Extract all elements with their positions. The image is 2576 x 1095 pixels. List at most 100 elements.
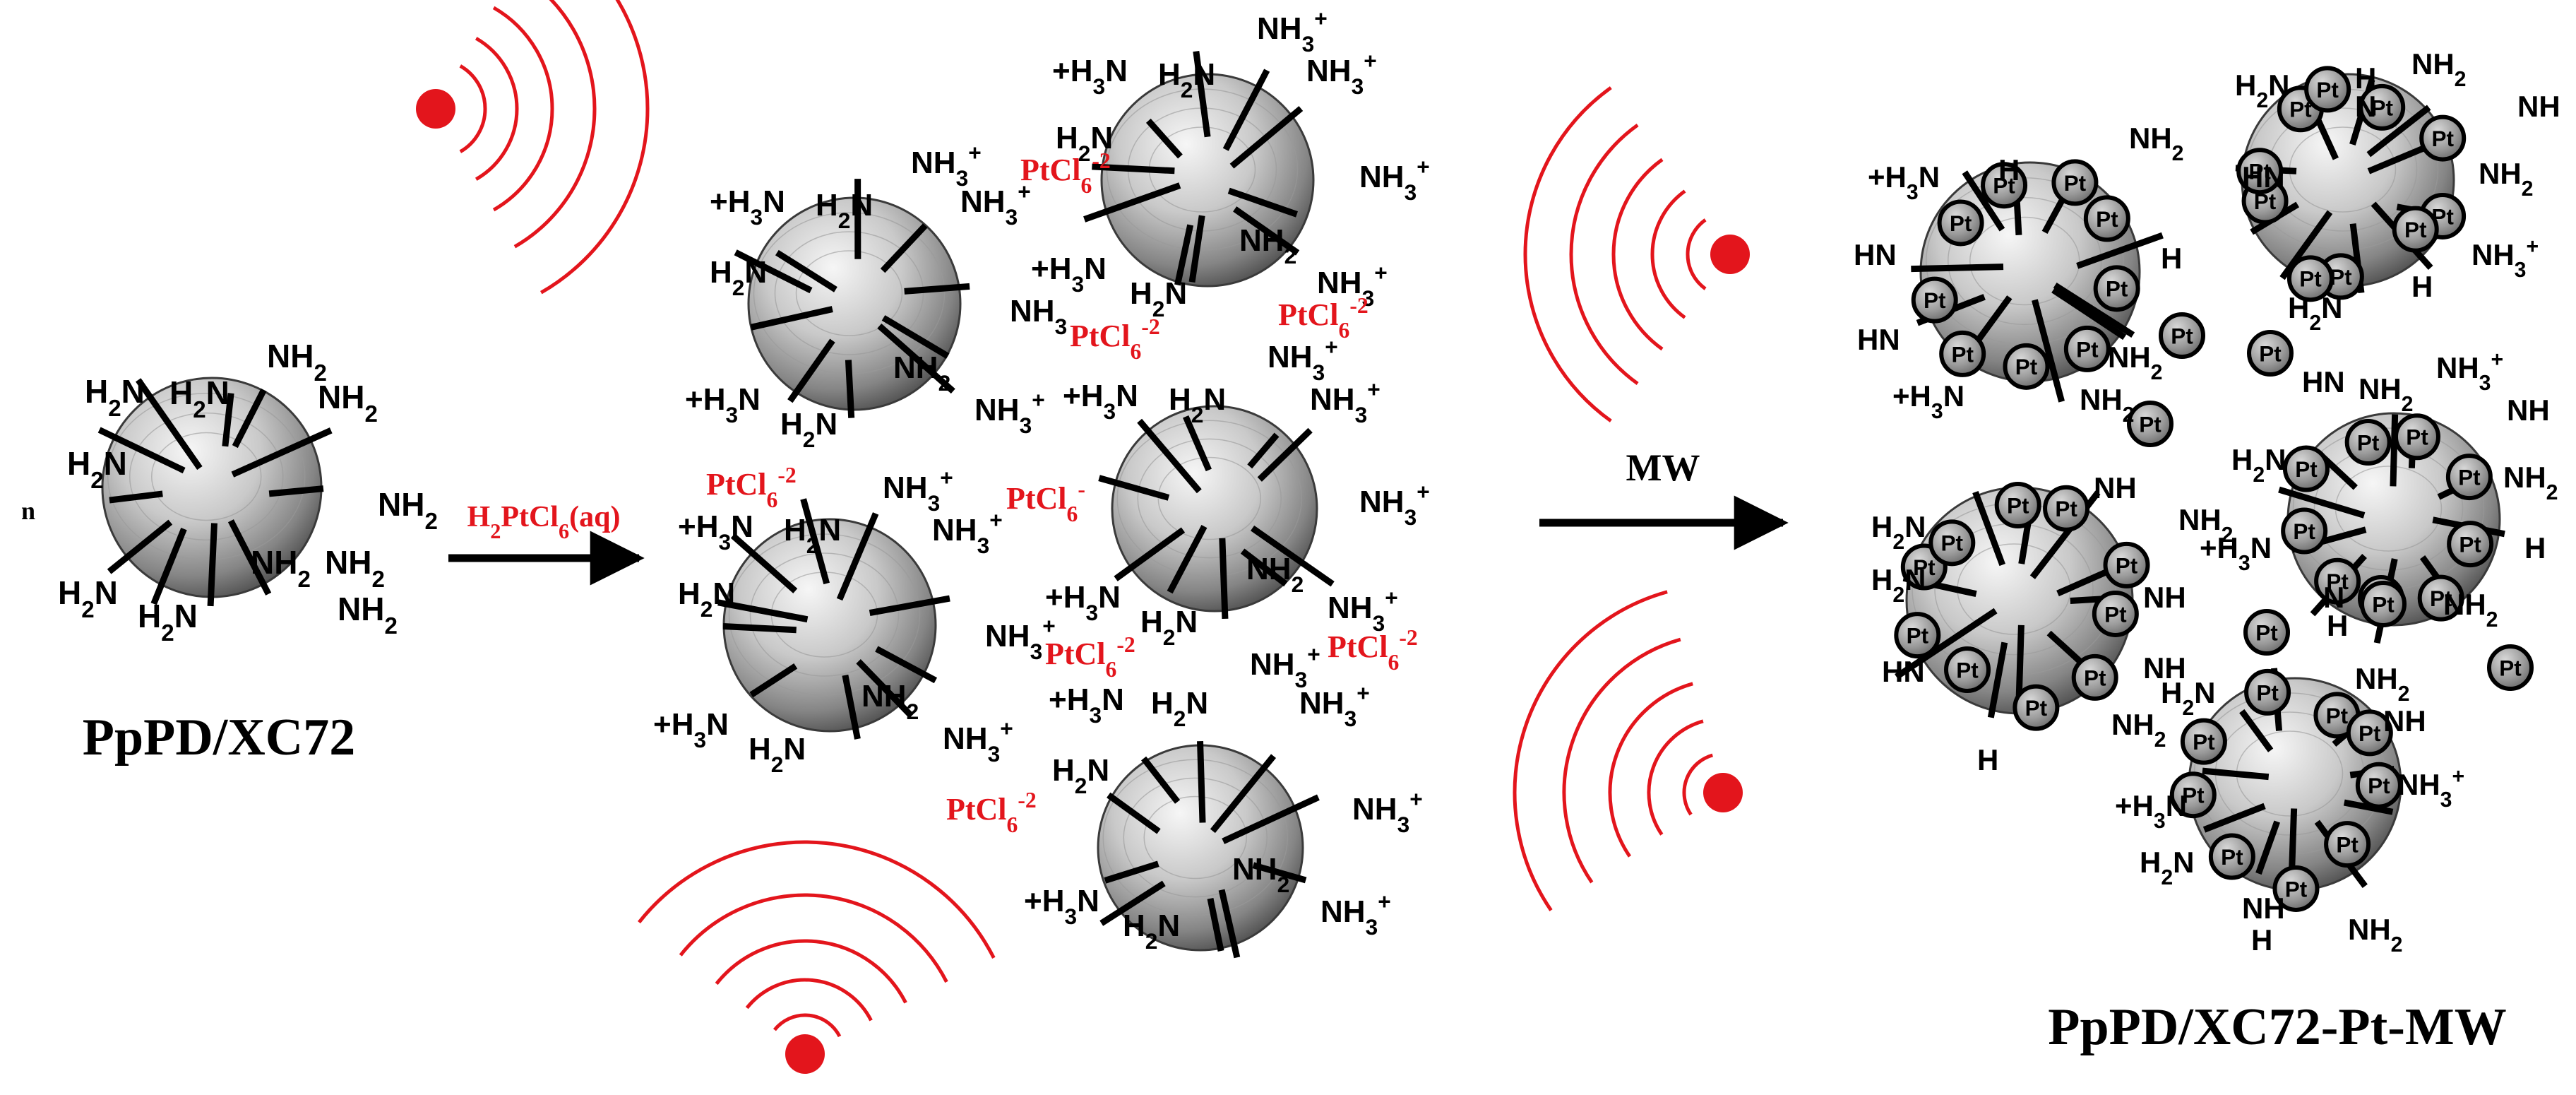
pt-particle-label: Pt [1941,531,1964,556]
ligand-bond [1233,206,1300,256]
pt-particle-shape [2392,206,2439,253]
pt-particle-label: Pt [2116,552,2138,578]
surface-group: NH2 [2411,47,2467,91]
surface-group: H2N [1871,563,1926,607]
pt-particle-label: Pt [2459,532,2481,557]
pt-particle-shape [2359,83,2406,131]
ligand-bond [1174,224,1194,286]
ligand-bond [1222,794,1320,844]
amine-group: NH3+ [932,507,1003,558]
amine-group: NH3+ [1359,154,1430,205]
pt-nanoparticle: Pt [2159,312,2205,359]
pt-nanoparticle: Pt [1928,519,1976,567]
sphere-shading [129,412,284,541]
pt-particle-shape [2314,557,2361,605]
pt-particle-shape [2360,581,2407,627]
pt-nanoparticle: Pt [2244,668,2291,716]
amine-group: H2N [1169,382,1226,427]
amine-group: H2N [67,445,127,494]
ligand-bond [787,338,835,403]
surface-group: H2N [2288,291,2343,335]
stage2-sphere [1083,51,1315,288]
ligand-bond [2239,709,2274,752]
ligand-bond [722,623,797,634]
surface-group: NH2 [2355,662,2410,706]
pt-particle-label: Pt [2326,569,2349,594]
sphere-shading [795,250,903,336]
pt-nanoparticle: Pt [2071,653,2118,701]
ligand-bond [775,249,837,292]
ligand-bond [268,485,324,497]
surface-group: NH [2242,892,2285,925]
amine-group: H2N [816,188,873,233]
ligand-bond [845,360,855,418]
microwave-wave-arc [679,893,948,983]
pt-particle-shape [2281,507,2328,555]
surface-group: H [2524,531,2546,564]
microwave-wave-arc [513,0,597,249]
ligand-bond [222,393,234,447]
pt-particle-shape [2169,771,2217,819]
ligand-bond [1207,898,1224,952]
pt-nanoparticle: Pt [2092,590,2139,637]
amine-group: H2N [780,407,837,452]
stage3-sphere-e-labels: NH2 H2N NH NH3+ +H3N H2N NH2 NH H [2115,662,2464,957]
stage2-sphere-d-labels: +H3N H2N NH3+ NH3+ NH3+ +H3N H2N NH2 NH3… [1045,334,1430,650]
surface-group: H [2355,61,2376,95]
ligand-bond [1972,490,2005,567]
ligand-bond [1099,880,1166,926]
pt-particle-shape [2445,454,2493,501]
pt-particle-shape [2093,265,2140,312]
ligand-bond [875,646,938,684]
sphere-shading [1102,759,1288,916]
pt-particle-shape [2244,668,2291,716]
surface-group: H [1998,153,2020,187]
surface-group: +H3N [2115,789,2187,833]
multiplier-n: n [21,497,35,525]
ligand-bond [1193,51,1211,138]
surface-group: NH [2383,704,2426,738]
ligand-bond [800,498,830,585]
pt-nanoparticle: Pt [2243,609,2290,656]
amine-group: NH3+ [1310,377,1381,427]
ptcl6-label: PtCl6-2 [1045,632,1135,682]
stage2-sphere-a-labels: +H3N H2N NH3+ NH3+ H2N NH3 NH2 NH3+ +H3N… [685,140,1067,452]
amine-group: NH3+ [1352,786,1423,837]
ptcl6-label: PtCl6-2 [706,463,797,512]
amine-group: NH3+ [1257,6,1328,57]
amine-group: H2N [710,255,767,300]
stage1-caption: PpPD/XC72 [83,709,355,766]
amine-group: NH2 [861,679,919,724]
pt-particle-label: Pt [2326,703,2349,728]
microwave-waves [416,0,1750,1074]
stage2-sphere-b-labels: +H3N H2N NH3+ NH3+ H2N NH3+ +H3N H2N NH2… [1031,6,1430,321]
pt-particle-label: Pt [1951,341,1974,367]
amine-group: H2N [169,374,229,423]
arrow-microwave: MW [1539,446,1789,550]
amine-group: NH3+ [985,613,1056,664]
pt-particle-label: Pt [2221,844,2243,870]
pt-nanoparticle: Pt [2127,401,2174,447]
ligand-bond [1229,106,1304,169]
microwave-wave-arc [1608,682,1693,858]
amine-group: H2N [784,513,841,558]
pt-particle-label: Pt [2248,159,2271,184]
amine-group: H2N [1123,908,1180,954]
pt-particle-shape [2092,590,2139,637]
pt-particle-label: Pt [2015,354,2038,379]
stage2-sphere [734,179,970,418]
ligand-bond [842,674,861,740]
amine-group: NH3+ [1250,641,1320,692]
ligand-bond [1098,475,1170,501]
pt-nanoparticle: Pt [2346,709,2393,757]
pt-nanoparticle: Pt [2051,159,2099,206]
sphere-shading [774,231,924,355]
amine-group: H2N [1140,605,1198,650]
pt-particle-shape [2272,865,2320,912]
microwave-wave-arc [745,978,873,1022]
ligand-bond [881,315,950,360]
ligand-bond [1107,792,1161,834]
ptcl6-label: PtCl6-2 [1070,314,1160,364]
surface-group: NH2 [2443,588,2498,632]
ligand-bond [150,527,187,605]
